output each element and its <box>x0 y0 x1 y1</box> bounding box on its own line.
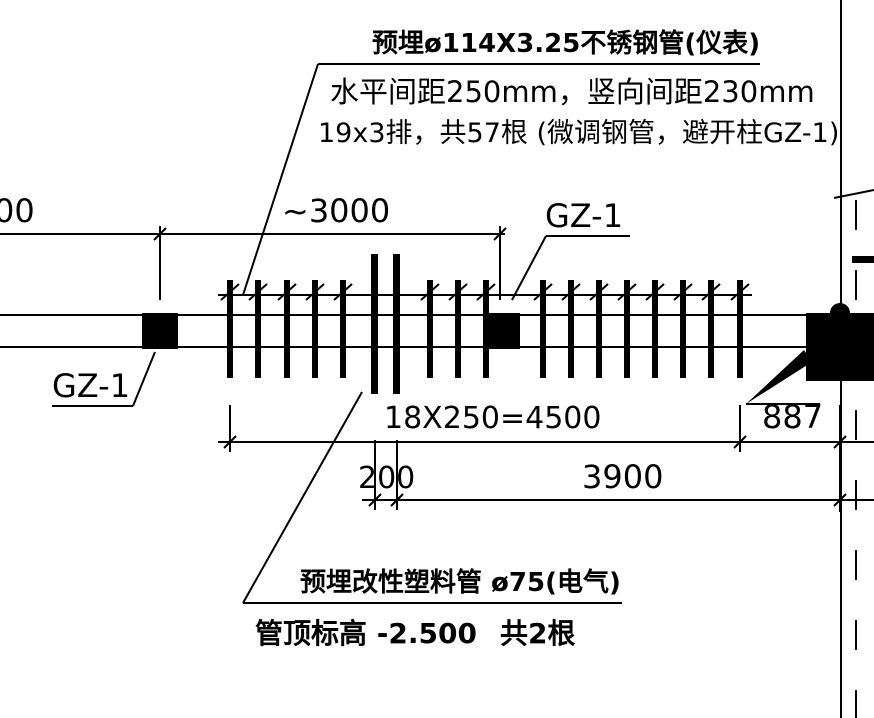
steel-pipe-tick <box>617 283 637 301</box>
dim-tick-8 <box>833 493 847 507</box>
dim-tick-4 <box>733 435 747 449</box>
steel-pipe <box>427 280 433 378</box>
steel-pipe-tick <box>448 283 468 301</box>
leader-gz1-left <box>132 351 156 407</box>
steel-pipe <box>340 280 346 378</box>
steel-pipe-tick <box>561 283 581 301</box>
leader-gz1-mid <box>511 235 547 301</box>
column-right-marker <box>830 303 850 323</box>
steel-pipe-tick <box>333 283 353 301</box>
leader-steel-pipe <box>242 63 319 296</box>
steel-pipe-tick <box>673 283 693 301</box>
steel-pipe <box>568 280 574 378</box>
steel-pipe-tick <box>305 283 325 301</box>
plastic-pipe-2 <box>393 254 400 394</box>
dim-tick-5 <box>833 435 847 449</box>
steel-pipe-tick <box>248 283 268 301</box>
steel-pipe <box>737 280 743 378</box>
label-gz1-mid: GZ-1 <box>545 197 623 235</box>
steel-pipe <box>652 280 658 378</box>
dim-ext-top-right <box>833 189 874 199</box>
dim-tick-3 <box>223 435 237 449</box>
dim-tick-6 <box>368 493 382 507</box>
plastic-pipe-count: 共2根 <box>500 617 575 650</box>
steel-pipe <box>455 280 461 378</box>
steel-pipe <box>624 280 630 378</box>
steel-pipe-tick <box>277 283 297 301</box>
steel-pipe-tick <box>533 283 553 301</box>
dim-tick-7 <box>390 493 404 507</box>
dim-pipe-array: 18X250=4500 <box>384 401 601 436</box>
steel-pipe-title: 预埋ø114X3.25不锈钢管(仪表) <box>372 29 760 59</box>
steel-pipe <box>284 280 290 378</box>
plastic-pipe-elevation: 管顶标高 -2.500 <box>255 617 477 650</box>
column-right <box>806 313 874 381</box>
plastic-pipe-1 <box>371 254 378 394</box>
column-gz1-mid <box>484 313 520 349</box>
dim-span-right: 3900 <box>582 458 663 496</box>
steel-pipe <box>255 280 261 378</box>
steel-pipe-tick <box>589 283 609 301</box>
column-gz1-left <box>142 313 178 349</box>
plastic-pipe-title: 预埋改性塑料管 ø75(电气) <box>300 567 621 598</box>
dim-tick-1 <box>153 227 167 241</box>
steel-pipe-count: 19x3排，共57根 (微调钢管，避开柱GZ-1) <box>318 118 839 149</box>
label-gz1-left: GZ-1 <box>52 367 130 405</box>
steel-pipe-tick <box>476 283 496 301</box>
leader-plastic-pipe <box>242 391 363 604</box>
steel-pipe <box>596 280 602 378</box>
steel-pipe-array <box>218 280 752 378</box>
steel-pipe <box>680 280 686 378</box>
steel-pipe-tick <box>420 283 440 301</box>
steel-pipe-tick <box>730 283 750 301</box>
dim-top-left-partial: 00 <box>0 192 35 230</box>
right-edge-mark <box>852 256 874 263</box>
steel-pipe-tick <box>220 283 240 301</box>
steel-pipe <box>227 280 233 378</box>
steel-pipe <box>312 280 318 378</box>
steel-pipe <box>483 280 489 378</box>
steel-pipe-spacing: 水平间距250mm，竖向间距230mm <box>330 75 815 109</box>
dim-plastic-gap: 200 <box>358 461 415 496</box>
dim-offset-right: 887 <box>762 398 823 436</box>
steel-pipe <box>708 280 714 378</box>
arrow-887 <box>746 350 812 404</box>
dim-approx-span: ~3000 <box>282 192 390 230</box>
steel-pipe-tick <box>701 283 721 301</box>
steel-pipe <box>540 280 546 378</box>
dim-tick-2 <box>493 227 507 241</box>
steel-pipe-tick <box>645 283 665 301</box>
